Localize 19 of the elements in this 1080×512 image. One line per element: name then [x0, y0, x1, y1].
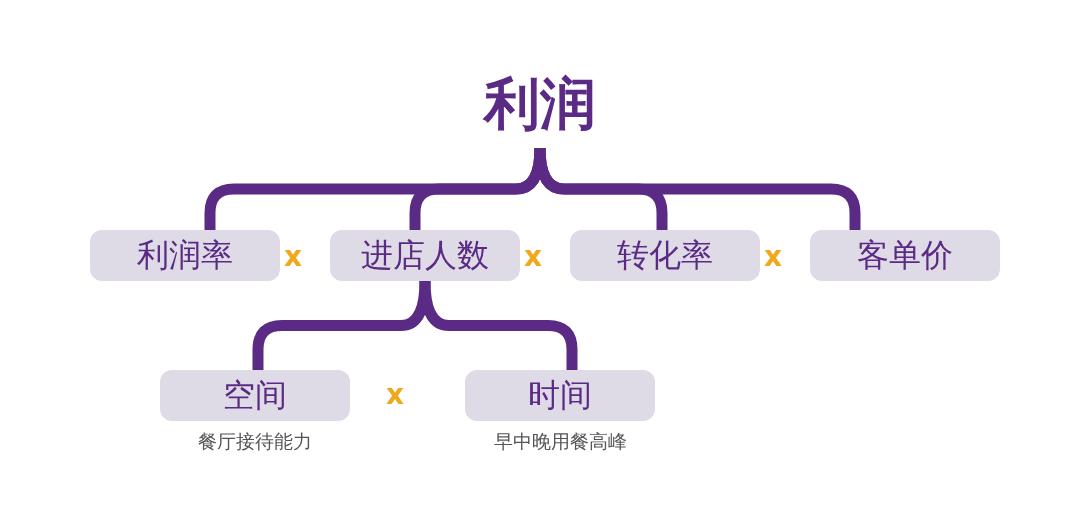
term-label: 进店人数 — [361, 234, 489, 276]
note-text: 早中晚用餐高峰 — [492, 429, 628, 454]
term-box — [465, 370, 655, 421]
term-label: 转化率 — [617, 234, 713, 276]
term-label: 客单价 — [857, 234, 953, 276]
term-box — [160, 370, 350, 421]
note-text: 餐厅接待能力 — [197, 429, 313, 454]
term-label: 时间 — [528, 374, 592, 416]
multiply-sign: x — [522, 240, 544, 273]
term-label: 空间 — [223, 374, 287, 416]
multiply-sign: x — [282, 240, 304, 273]
term-box — [570, 230, 760, 281]
term-box — [90, 230, 280, 281]
title-text: 利润 — [484, 70, 596, 138]
term-label: 利润率 — [137, 234, 233, 276]
multiply-sign: x — [384, 378, 406, 411]
multiply-sign: x — [762, 240, 784, 273]
term-box — [810, 230, 1000, 281]
term-box — [330, 230, 520, 281]
